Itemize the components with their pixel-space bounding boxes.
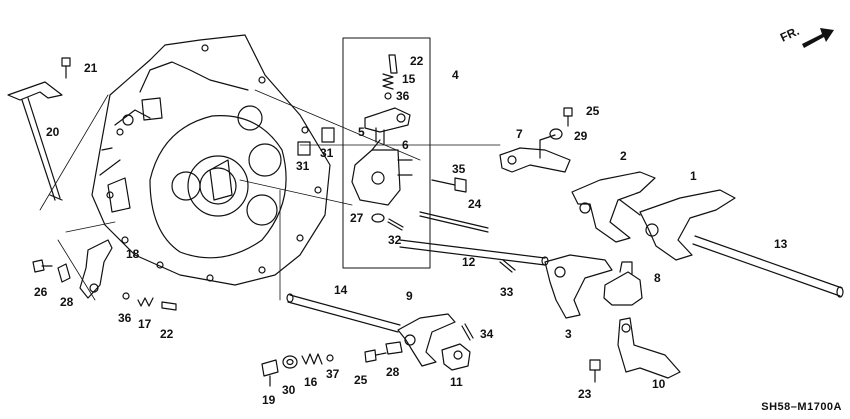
part-27-washer [371,213,385,223]
part-20-shift-rod [7,81,63,201]
part-8-shift-piece [603,261,643,306]
callout-10: 10 [652,377,666,391]
part-6-shift-arm-holder [351,139,413,206]
callout-36-lower: 36 [118,311,132,325]
callout-20: 20 [46,125,60,139]
callout-6: 6 [402,138,409,152]
diagram-code: SH58–M1700A [761,401,842,413]
callout-22-lower: 22 [160,327,174,341]
part-28-clip-lower [385,341,403,355]
part-16-spring [301,353,323,365]
part-10-lever [617,317,681,379]
part-3-shift-fork [544,254,613,319]
part-19-bolt [261,359,279,387]
callout-8: 8 [654,271,661,285]
callout-12: 12 [462,255,476,269]
part-36-ball-lower [122,292,130,300]
part-4-group-box [342,37,431,269]
part-24-rod [419,211,489,233]
callout-37: 37 [326,367,340,381]
callout-28-lower: 28 [386,365,400,379]
part-25-bolt-lower [364,349,387,363]
callout-16: 16 [304,375,318,389]
part-35-bolt [431,177,467,193]
part-34-pin [461,323,474,341]
part-31-collar-a [321,127,335,143]
callout-1: 1 [690,169,697,183]
part-22-pin-lower [161,301,177,311]
part-15-spring [382,73,394,90]
callout-36-upper: 36 [396,89,410,103]
part-25-bolt-upper [563,107,573,127]
callout-21: 21 [84,61,98,75]
callout-19: 19 [262,393,276,407]
part-1-shift-fork [639,189,736,261]
part-5-interlock [364,107,411,145]
leader-lines [39,89,501,301]
callout-25-lower: 25 [354,373,368,387]
part-30-washer [282,355,298,369]
callout-29: 29 [574,129,588,143]
part-22-pin [388,54,398,74]
part-14-shaft [286,293,401,333]
part-21-bolt [61,57,71,79]
transmission-case [91,34,331,286]
callout-33: 33 [500,285,514,299]
part-18-lever [79,239,113,299]
part-13-shaft [692,235,844,298]
part-11-shift-piece [441,343,471,371]
callout-3: 3 [565,327,572,341]
callout-23: 23 [578,387,592,401]
callout-18: 18 [126,247,140,261]
callout-25-upper: 25 [586,104,600,118]
callout-14: 14 [334,283,348,297]
callout-27: 27 [350,211,364,225]
part-32-pin [387,218,404,231]
part-28-clip-upper [57,263,71,283]
front-direction-indicator: FR. [778,22,836,52]
callout-15: 15 [402,72,416,86]
part-23-bolt [589,359,601,383]
callout-4: 4 [452,68,459,82]
callout-30: 30 [282,383,296,397]
arrow-icon [802,28,834,48]
part-2-shift-fork [571,171,656,243]
part-9-shift-fork [397,313,456,367]
callout-35: 35 [452,162,466,176]
callout-2: 2 [620,149,627,163]
callout-5: 5 [358,125,365,139]
part-17-spring [137,297,154,307]
callout-32: 32 [388,233,402,247]
callout-13: 13 [774,237,788,251]
part-36-ball [384,92,392,100]
callout-9: 9 [406,289,413,303]
part-31-collar-b [297,141,311,156]
callout-7: 7 [516,127,523,141]
part-33-pin [499,259,516,273]
part-29-clip [549,128,563,140]
callout-26: 26 [34,285,48,299]
part-26-bolt [32,259,53,273]
part-37-ball [326,354,334,362]
callout-31-left: 31 [296,159,310,173]
callout-28-left: 28 [60,295,74,309]
callout-11: 11 [450,375,463,389]
callout-34: 34 [480,327,494,341]
callout-17: 17 [138,317,152,331]
callout-24: 24 [468,197,482,211]
callout-31-right: 31 [320,146,334,160]
callout-22-upper: 22 [410,54,424,68]
part-7-bracket [499,134,571,173]
